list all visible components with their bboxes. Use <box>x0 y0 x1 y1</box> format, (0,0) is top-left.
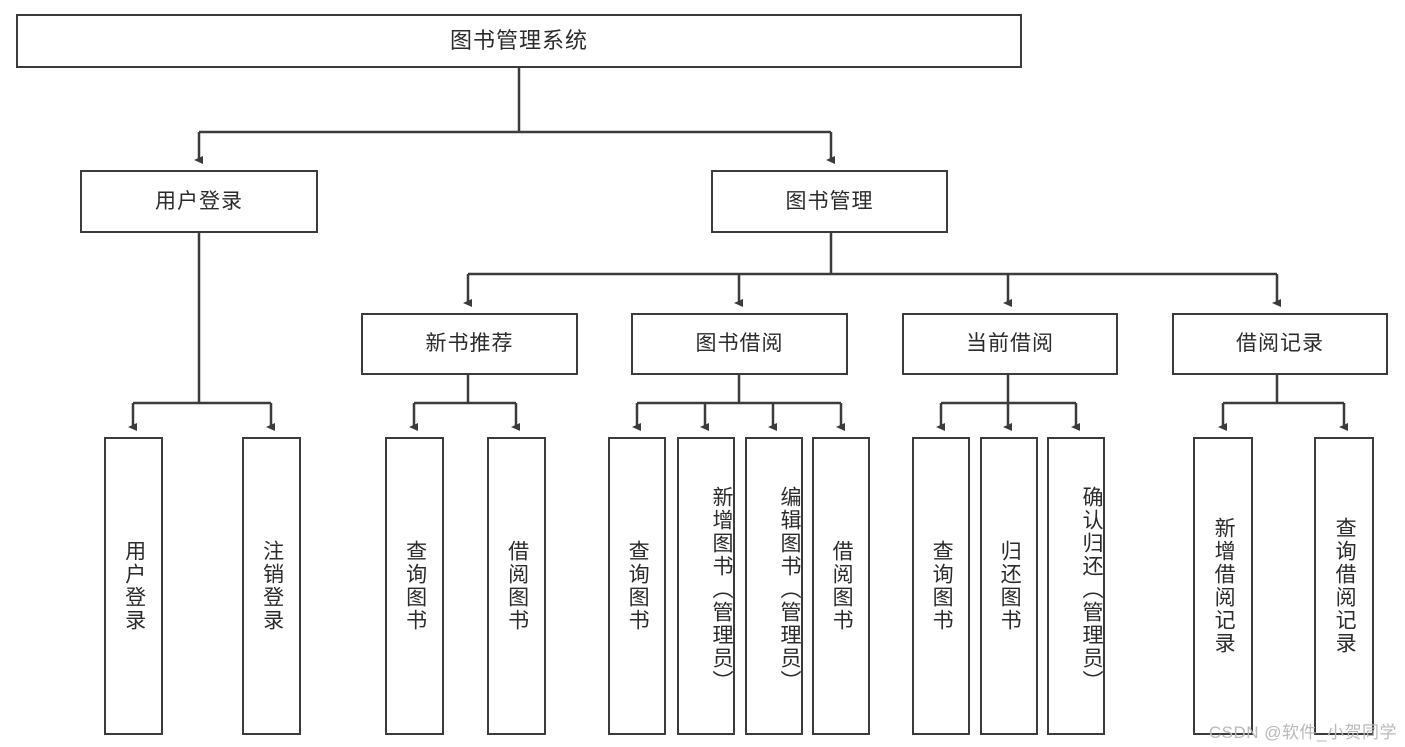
node-borrow-record[interactable]: 借阅记录 <box>1172 313 1388 375</box>
node-label: 新书推荐 <box>425 332 514 356</box>
leaf-new-book-query-book[interactable]: 查询图书 <box>385 437 444 735</box>
leaf-user-login-signout[interactable]: 注销登录 <box>242 437 301 735</box>
leaf-current-borrow-query-book[interactable]: 查询图书 <box>912 437 970 735</box>
node-label: 编辑图书（管理员） <box>778 485 801 693</box>
node-current-borrow[interactable]: 当前借阅 <box>902 313 1118 375</box>
node-label: 用户登录 <box>122 540 146 632</box>
leaf-borrow-record-add-record[interactable]: 新增借阅记录 <box>1193 437 1253 735</box>
leaf-book-borrow-borrow-book[interactable]: 借阅图书 <box>812 437 870 735</box>
node-label: 查询借阅记录 <box>1333 517 1357 655</box>
node-label: 图书管理 <box>785 189 874 213</box>
node-label: 用户登录 <box>155 189 243 213</box>
node-label: 归还图书 <box>998 540 1022 632</box>
leaf-book-borrow-add-book-admin[interactable]: 新增图书（管理员） <box>677 437 735 735</box>
node-label: 借阅图书 <box>830 540 854 632</box>
node-label: 查询图书 <box>930 540 954 632</box>
node-label: 确认归还（管理员） <box>1080 485 1103 693</box>
node-label: 新增借阅记录 <box>1212 517 1236 655</box>
node-user-login[interactable]: 用户登录 <box>80 170 318 233</box>
leaf-current-borrow-confirm-return-admin[interactable]: 确认归还（管理员） <box>1047 437 1105 735</box>
leaf-current-borrow-return-book[interactable]: 归还图书 <box>980 437 1038 735</box>
leaf-book-borrow-query-book[interactable]: 查询图书 <box>608 437 666 735</box>
node-label: 图书借阅 <box>695 332 784 356</box>
leaf-borrow-record-query-record[interactable]: 查询借阅记录 <box>1314 437 1374 735</box>
node-label: 借阅图书 <box>505 540 529 632</box>
watermark-text: CSDN @软件_小贺同学 <box>1208 723 1397 742</box>
node-root-system[interactable]: 图书管理系统 <box>16 14 1022 68</box>
leaf-user-login-signin[interactable]: 用户登录 <box>104 437 163 735</box>
node-label: 图书管理系统 <box>449 27 588 53</box>
leaf-book-borrow-edit-book-admin[interactable]: 编辑图书（管理员） <box>745 437 803 735</box>
node-new-book-recommend[interactable]: 新书推荐 <box>361 313 578 375</box>
node-book-borrow[interactable]: 图书借阅 <box>631 313 848 375</box>
node-label: 当前借阅 <box>966 332 1054 356</box>
node-label: 新增图书（管理员） <box>710 485 733 693</box>
node-book-management[interactable]: 图书管理 <box>711 170 948 233</box>
node-label: 查询图书 <box>403 540 427 632</box>
leaf-new-book-borrow-book[interactable]: 借阅图书 <box>487 437 546 735</box>
node-label: 注销登录 <box>260 540 284 632</box>
node-label: 借阅记录 <box>1236 332 1324 356</box>
node-label: 查询图书 <box>626 540 650 632</box>
